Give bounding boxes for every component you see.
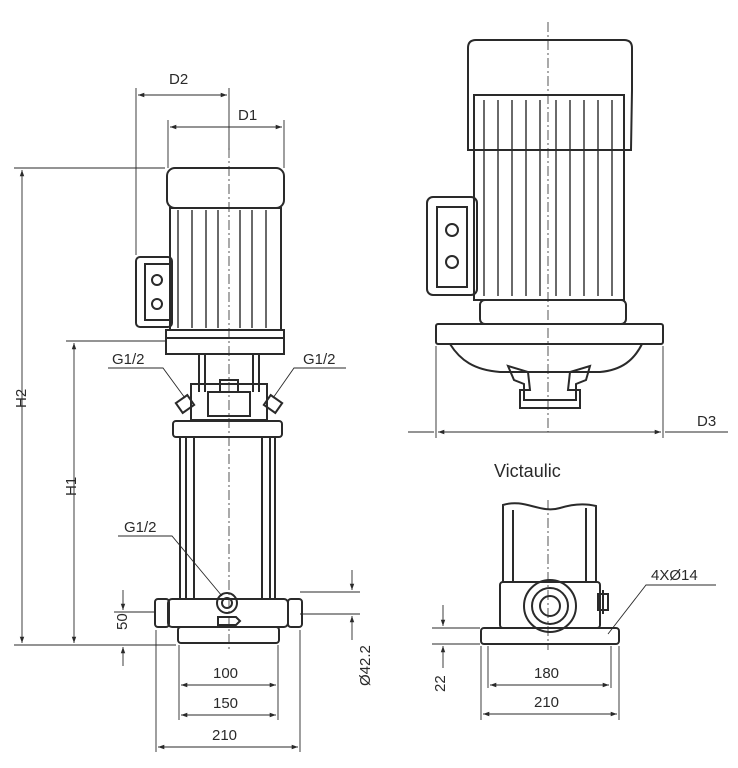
side-view [426,22,664,432]
label-180: 180 [534,665,559,682]
label-d1: D1 [238,107,257,124]
victaulic-dimensions: 4XØ14 22 180 210 [432,567,716,720]
side-dimensions: D3 [408,346,728,438]
label-h2: H2 [13,389,30,408]
side-motor-fins [483,100,613,296]
front-view [135,148,303,650]
label-d3: D3 [697,413,716,430]
label-210-front: 210 [212,727,237,744]
label-22: 22 [432,675,449,692]
label-g-left: G1/2 [112,351,145,368]
label-holes: 4XØ14 [651,567,698,584]
label-150: 150 [213,695,238,712]
label-h1: H1 [63,477,80,496]
victaulic-title: Victaulic [494,461,561,481]
label-210-side: 210 [534,694,559,711]
label-g-right: G1/2 [303,351,336,368]
label-dia-42: Ø42.2 [357,645,374,686]
front-motor-fins [177,210,267,328]
front-dimensions: D2 D1 H2 H1 G1/2 G1/2 G1/2 50 100 [13,71,374,752]
label-d2: D2 [169,71,188,88]
front-motor [135,167,285,331]
victaulic-detail: Victaulic [480,461,620,650]
label-100: 100 [213,665,238,682]
label-g-bottom: G1/2 [124,519,157,536]
label-50: 50 [114,613,131,630]
